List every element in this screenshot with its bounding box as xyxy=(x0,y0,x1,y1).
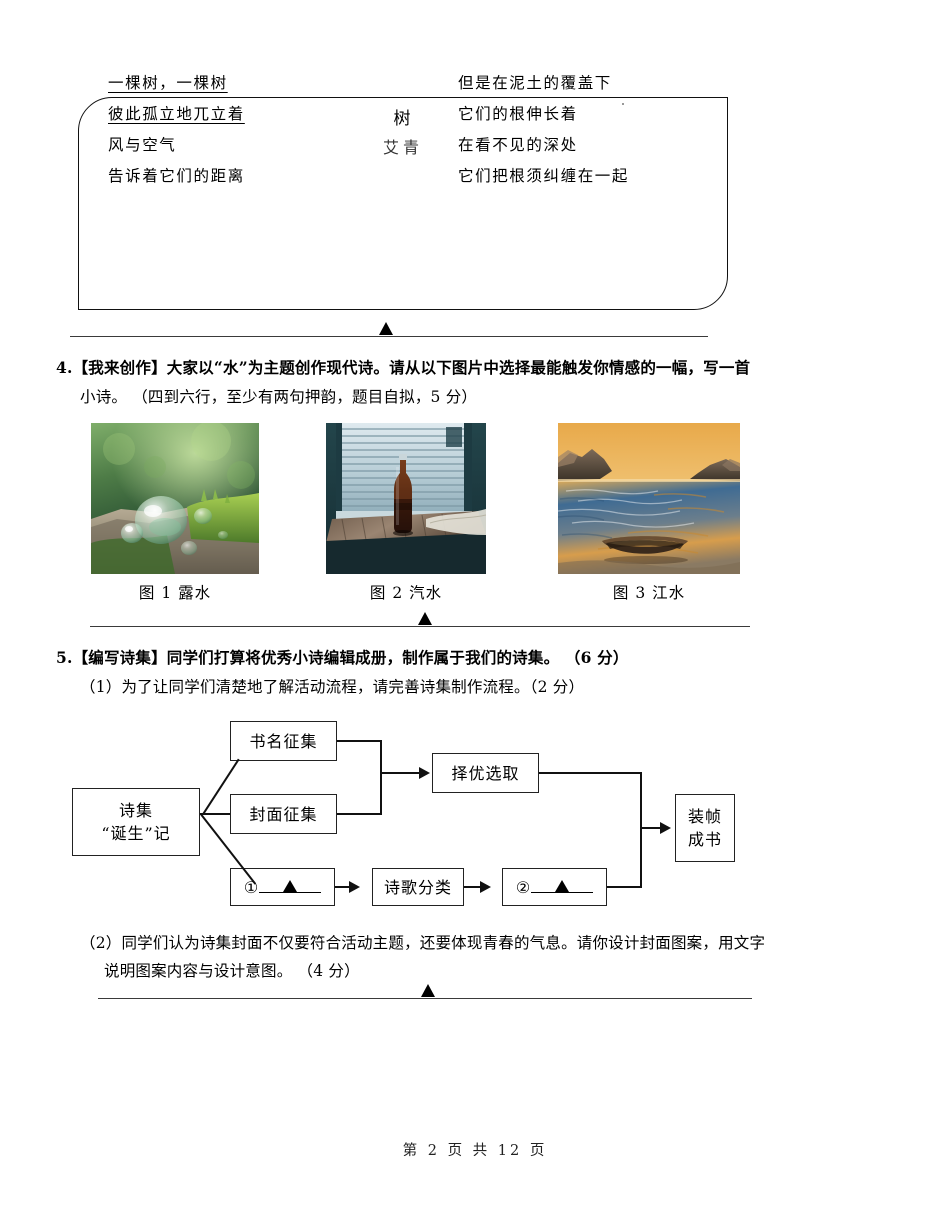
figure-3-caption: 图 3 江水 xyxy=(612,584,686,602)
flow-finish-line2: 成书 xyxy=(687,830,722,849)
answer-caret-1 xyxy=(379,322,393,335)
flow-conn-blank2-right xyxy=(607,886,642,888)
flow-classify-label: 诗歌分类 xyxy=(383,877,452,897)
answer-rule-2 xyxy=(90,626,750,627)
flow-conn-classify-blank2 xyxy=(464,886,482,888)
flow-conn-blank1-classify xyxy=(335,886,351,888)
flow-conn-merge-to-select xyxy=(380,772,419,774)
question5-sub1: （1）为了让同学们清楚地了解活动流程，请完善诗集制作流程。（2 分） xyxy=(80,678,585,696)
flow-node-start[interactable]: 诗集 “诞生”记 xyxy=(72,788,200,856)
flow-blank1: ① xyxy=(244,876,322,899)
flow-node-blank-1[interactable]: ① xyxy=(230,868,335,906)
flow-blank2-label: ② xyxy=(515,877,532,897)
cola-bottle xyxy=(393,454,413,536)
flow-arrow-blank1-classify xyxy=(349,881,360,893)
poem-left-column: 一棵树，一棵树 彼此孤立地兀立着 风与空气 告诉着它们的距离 xyxy=(108,68,245,192)
answer-rule-1 xyxy=(70,336,708,337)
flow-conn-to-finish xyxy=(640,827,662,829)
question5-sub2-line1: （2）同学们认为诗集封面不仅要符合活动主题，还要体现青春的气息。请你设计封面图案… xyxy=(80,934,766,952)
flow-conn-right-vertical xyxy=(640,772,642,888)
blank-caret-icon xyxy=(283,879,298,892)
answer-caret-3 xyxy=(421,984,435,997)
flow-blank2: ② xyxy=(515,876,594,899)
flow-node-classify[interactable]: 诗歌分类 xyxy=(372,868,464,906)
question5-line1: 5.【编写诗集】同学们打算将优秀小诗编辑成册，制作属于我们的诗集。 （6 分） xyxy=(56,648,629,667)
poem-right-column: 但是在泥土的覆盖下 它们的根伸长着 在看不见的深处 它们把根须纠缠在一起 xyxy=(458,68,629,192)
blank-underline-2 xyxy=(531,878,594,893)
poem-title: 树 xyxy=(393,109,413,129)
flow-start-line2: “诞生”记 xyxy=(101,824,171,843)
flow-conn-title-out xyxy=(337,740,382,742)
poem-line: 风与空气 xyxy=(108,136,177,154)
poem-line: 它们的根伸长着 xyxy=(458,105,578,123)
flow-conn-cover-out xyxy=(337,813,382,815)
flow-start-line1: 诗集 xyxy=(118,801,153,820)
flow-node-blank-2[interactable]: ② xyxy=(502,868,607,906)
flow-node-cover-collection[interactable]: 封面征集 xyxy=(230,794,337,834)
poem-line: 一棵树，一棵树 xyxy=(108,74,228,92)
answer-caret-2 xyxy=(418,612,432,625)
flow-conn-merge-vertical xyxy=(380,740,382,815)
question4-line1: 4.【我来创作】大家以“水”为主题创作现代诗。请从以下图片中选择最能触发你情感的… xyxy=(56,358,751,377)
flow-title-label: 书名征集 xyxy=(249,731,318,751)
flow-node-finish[interactable]: 装帧 成书 xyxy=(675,794,735,862)
flow-finish-line1: 装帧 xyxy=(687,807,722,826)
flow-select-label: 择优选取 xyxy=(451,763,520,783)
poem-line: 告诉着它们的距离 xyxy=(108,167,245,185)
flow-arrow-to-finish xyxy=(660,822,671,834)
blank-underline-1 xyxy=(259,878,322,893)
figure-1-dew xyxy=(91,423,259,574)
flow-node-title-collection[interactable]: 书名征集 xyxy=(230,721,337,761)
flow-conn-start-cover xyxy=(200,813,230,815)
poem-line: 在看不见的深处 xyxy=(458,136,578,154)
flow-node-select[interactable]: 择优选取 xyxy=(432,753,539,793)
flow-arrow-classify-blank2 xyxy=(480,881,491,893)
flow-cover-label: 封面征集 xyxy=(249,804,318,824)
poem-author: 艾青 xyxy=(382,138,423,157)
question5-sub2-line2: 说明图案内容与设计意图。 （4 分） xyxy=(104,962,360,980)
figure-2-soda xyxy=(326,423,486,574)
page-footer: 第 2 页 共 12 页 xyxy=(402,1143,548,1159)
blank-caret-icon xyxy=(555,879,570,892)
question4-line2: 小诗。 （四到六行，至少有两句押韵，题目自拟，5 分） xyxy=(80,388,478,406)
poem-excerpt-box: 树 艾青 xyxy=(78,97,728,310)
poem-line: 彼此孤立地兀立着 xyxy=(108,105,245,123)
answer-rule-3 xyxy=(98,998,752,999)
boat-on-river-sunset-photo xyxy=(558,423,740,574)
poem-line: 它们把根须纠缠在一起 xyxy=(458,167,630,185)
figure-3-river xyxy=(558,423,740,574)
scan-artifact-dot xyxy=(622,103,624,105)
poem-line: 但是在泥土的覆盖下 xyxy=(458,74,612,92)
soda-bottle-by-window-photo xyxy=(326,423,486,574)
flow-conn-select-right xyxy=(539,772,642,774)
figure-2-caption: 图 2 汽水 xyxy=(369,584,443,602)
flow-arrow-to-select xyxy=(419,767,430,779)
dew-drops-on-moss-photo xyxy=(91,423,259,574)
figure-1-caption: 图 1 露水 xyxy=(138,584,212,602)
